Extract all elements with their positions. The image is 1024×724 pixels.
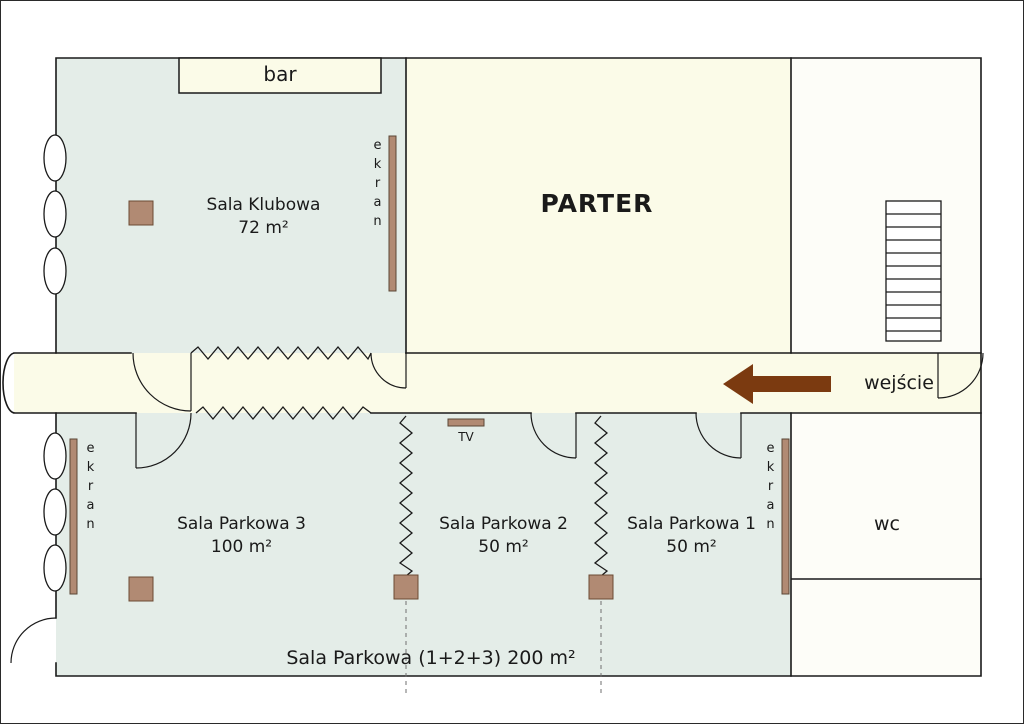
window-icon — [43, 190, 67, 238]
room-area: 50 m² — [666, 536, 717, 557]
door-icon — [937, 352, 984, 399]
floor-title: PARTER — [540, 189, 654, 218]
tv-marker — [447, 418, 485, 427]
window-icon — [43, 544, 67, 592]
room-name: Sala Parkowa 2 — [439, 514, 568, 534]
marker-square — [393, 574, 419, 600]
door-icon — [530, 412, 577, 459]
stairs — [885, 200, 942, 342]
combined-room-label: Sala Parkowa (1+2+3) 200 m² — [286, 647, 576, 669]
folding-partition-v1 — [398, 415, 414, 577]
projection-screen — [781, 438, 790, 595]
bar-counter — [178, 57, 382, 94]
door-icon — [132, 352, 192, 412]
room-label-parkowa-2: Sala Parkowa 2 50 m² — [411, 513, 596, 559]
room-area-parkowa — [56, 413, 791, 676]
projection-screens — [69, 135, 790, 595]
window-icon — [43, 247, 67, 295]
marker-square — [128, 576, 154, 602]
room-label-parkowa-1: Sala Parkowa 1 50 m² — [609, 513, 774, 559]
screen-label-right: ekran — [763, 441, 778, 536]
room-name: Sala Parkowa 3 — [177, 514, 306, 534]
projection-screen — [388, 135, 397, 292]
projection-screen — [69, 438, 78, 595]
folding-partition-bottom — [195, 405, 372, 421]
interior-walls — [405, 57, 982, 677]
room-area-sala-klubowa — [56, 58, 406, 353]
room-label-sala-klubowa: Sala Klubowa 72 m² — [151, 194, 376, 240]
window-icon — [43, 488, 67, 536]
room-area: 50 m² — [478, 536, 529, 557]
door-icon — [135, 412, 192, 469]
screen-label-top: ekran — [370, 138, 385, 233]
door-arcs — [10, 352, 984, 664]
door-icon — [370, 352, 407, 389]
room-name: Sala Klubowa — [206, 195, 321, 215]
room-area-wc — [791, 413, 981, 579]
room-area: 100 m² — [210, 536, 273, 557]
room-area-below-wc — [791, 579, 981, 676]
corridor-area — [14, 353, 981, 413]
screen-label-left: ekran — [83, 441, 98, 536]
entrance-label: wejście — [864, 372, 934, 394]
room-name: Sala Parkowa 1 — [627, 514, 756, 534]
marker-square — [128, 200, 154, 226]
window-ovals — [43, 134, 67, 592]
room-label-parkowa-3: Sala Parkowa 3 100 m² — [129, 513, 354, 559]
wc-label: wc — [874, 513, 900, 535]
door-icon — [10, 617, 57, 664]
tv-label: TV — [458, 430, 474, 444]
corridor-walls — [2, 352, 982, 414]
bar-label: bar — [263, 62, 297, 86]
room-area-parter — [406, 58, 791, 353]
window-icon — [43, 432, 67, 480]
folding-partition-top — [190, 345, 372, 361]
room-area: 72 m² — [238, 217, 289, 238]
window-icon — [43, 134, 67, 182]
folding-partition-v2 — [593, 415, 609, 577]
door-icon — [695, 412, 742, 459]
marker-square — [588, 574, 614, 600]
entrance-arrow-icon — [723, 364, 831, 404]
square-markers — [128, 200, 614, 602]
